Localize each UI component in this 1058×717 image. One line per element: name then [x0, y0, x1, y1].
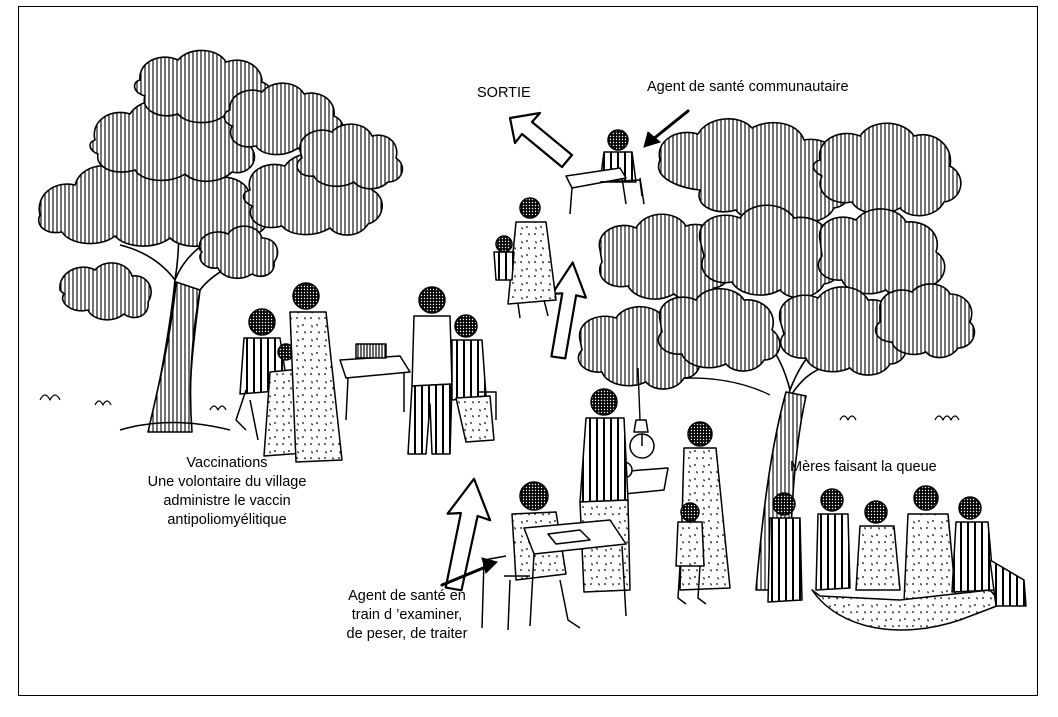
exit-arrow	[508, 111, 574, 169]
people	[235, 129, 1027, 631]
exit-label: SORTIE	[477, 85, 531, 101]
vaccination-group-figures	[235, 282, 411, 463]
examining-health-agent-figure	[481, 481, 627, 631]
right-tree	[577, 118, 976, 591]
community-health-worker-figure	[565, 129, 645, 215]
queue-label: Mères faisant la queue	[790, 459, 937, 475]
left-tree	[38, 49, 404, 433]
community-health-worker-label: Agent de santé communautaire	[647, 79, 849, 95]
vaccinations-caption: Vaccinations Une volontaire du village a…	[92, 454, 362, 530]
vaccinations-line-1: Une volontaire du village	[147, 474, 307, 490]
mother-and-child-figures	[675, 421, 731, 605]
upward-arrow-left	[444, 477, 492, 592]
queue-of-mothers-figures	[767, 485, 1027, 631]
health-agent-caption: Agent de santé en train d ’examiner, de …	[322, 587, 492, 644]
vaccinations-line-2: administre le vaccin	[163, 493, 291, 509]
health-agent-line-2: train d ’examiner,	[351, 607, 463, 623]
health-agent-line-1: Agent de santé en	[348, 588, 466, 604]
mother-exiting-figure	[493, 197, 557, 319]
vaccinations-title: Vaccinations	[186, 455, 268, 471]
vaccinations-line-3: antipoliomyélitique	[167, 512, 287, 528]
clinic-scene-illustration	[38, 49, 1027, 631]
scale-and-weighing-worker	[579, 367, 669, 593]
flow-arrows	[444, 111, 588, 592]
pointer-arrows	[440, 109, 690, 587]
weighing-waiting-figures	[407, 286, 497, 455]
health-agent-line-3: de peser, de traiter	[346, 626, 468, 642]
